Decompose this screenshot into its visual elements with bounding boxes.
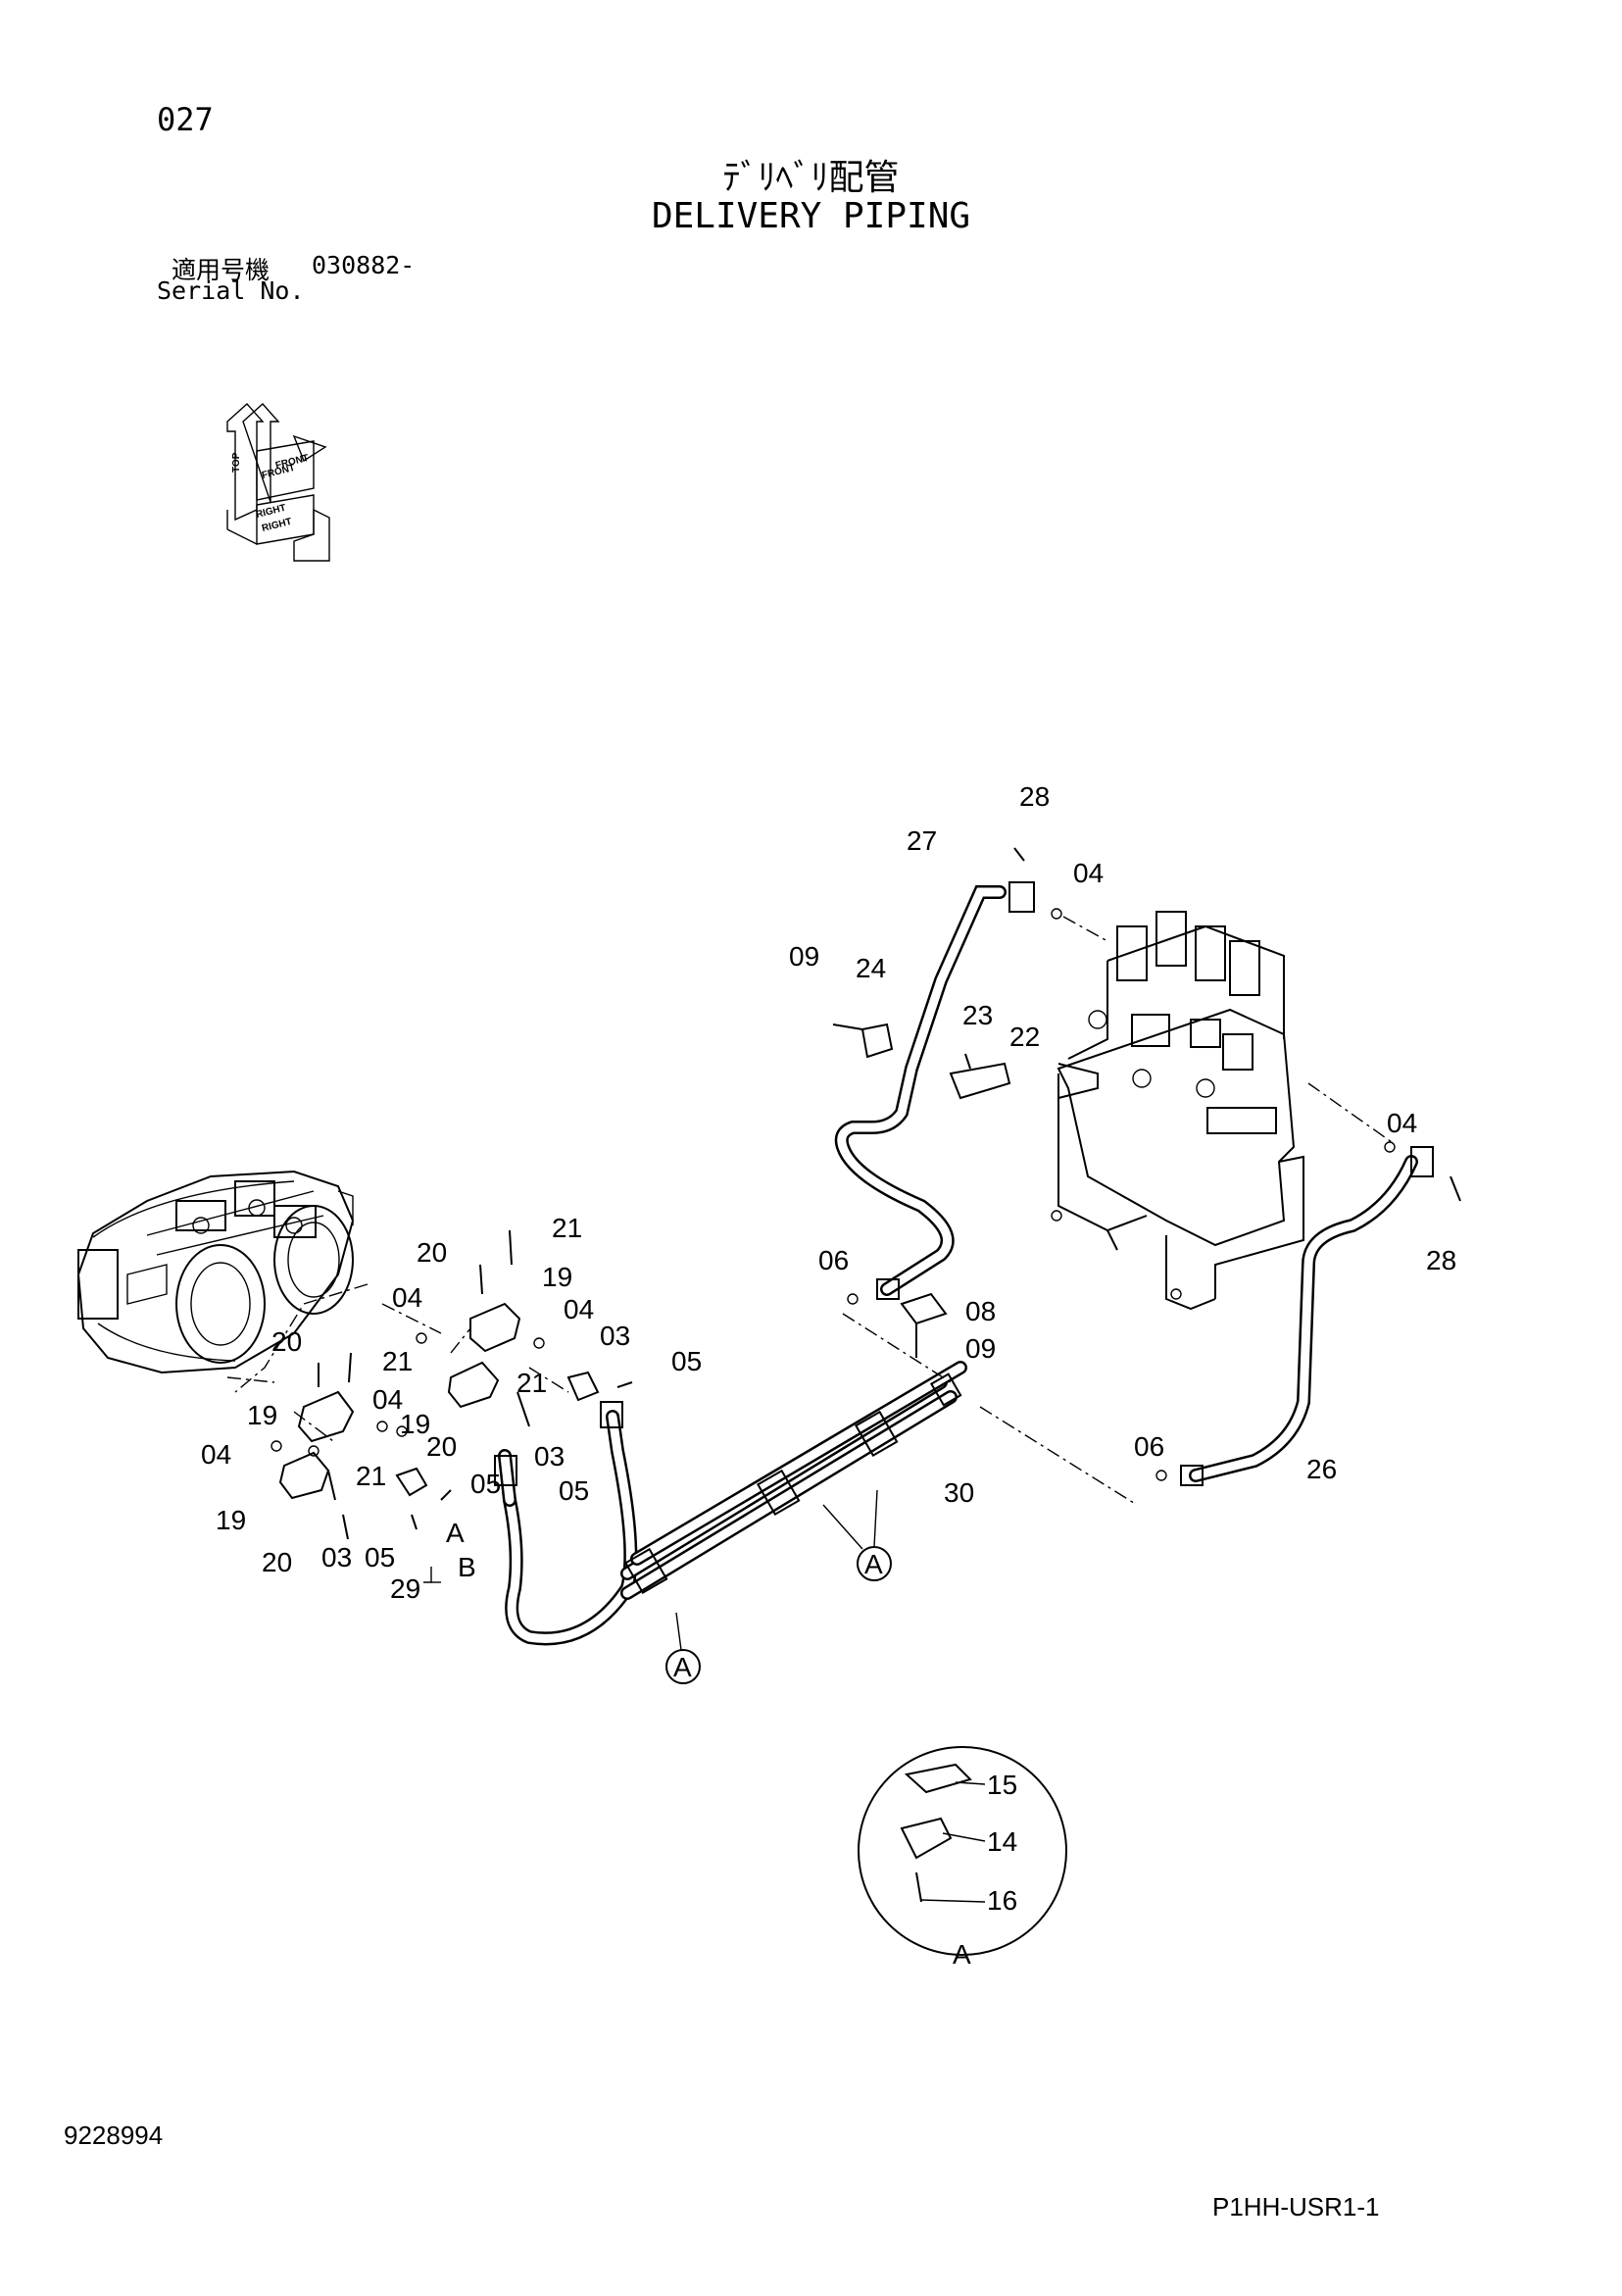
callout-A-circle-lower: A <box>673 1652 692 1682</box>
dashed-leader-lines <box>226 916 1393 1506</box>
detail-a-markers <box>665 1489 892 1684</box>
serial-label-japanese: 適用号機 <box>172 256 270 284</box>
callout-labels: 28 27 04 09 24 23 22 04 28 06 08 09 21 2… <box>201 781 1456 1970</box>
callout-30: 30 <box>944 1477 974 1508</box>
callout-21-b: 21 <box>382 1346 413 1376</box>
callout-20-b: 20 <box>271 1326 302 1357</box>
callout-06-lower: 06 <box>1134 1431 1164 1462</box>
callout-04-c: 04 <box>372 1384 403 1415</box>
orient-label-top: TOP <box>231 452 242 473</box>
callout-14: 14 <box>987 1826 1017 1857</box>
callout-04-b: 04 <box>564 1294 594 1324</box>
hose-29 <box>494 1401 638 1646</box>
bolts-and-seals <box>270 847 1461 1540</box>
callout-09-top: 09 <box>789 941 819 972</box>
callout-19-a: 19 <box>542 1262 572 1292</box>
control-valve-assembly <box>1051 911 1304 1311</box>
callout-09-lower: 09 <box>965 1333 996 1364</box>
delivery-pipe-26 <box>1180 1146 1434 1486</box>
drawing-number: 9228994 <box>64 2121 164 2150</box>
callout-06-upper: 06 <box>818 1245 849 1275</box>
callout-21-d: 21 <box>356 1461 386 1491</box>
pipe-bundle-30 <box>620 1361 967 1600</box>
callout-05-b: 05 <box>559 1475 589 1506</box>
callout-19-d: 19 <box>216 1505 246 1535</box>
callout-08: 08 <box>965 1296 996 1326</box>
callout-24: 24 <box>856 953 886 983</box>
page-number: 027 <box>157 101 214 138</box>
orientation-indicator-icon: TOP FRONT RIGHT FRONT RIGHT <box>226 403 330 562</box>
callout-03-b: 03 <box>534 1441 565 1472</box>
serial-label-english: Serial No. <box>157 276 305 305</box>
callout-28-right: 28 <box>1426 1245 1456 1275</box>
callout-27: 27 <box>907 825 937 856</box>
callout-15: 15 <box>987 1770 1017 1800</box>
detail-a-inset <box>858 1746 1067 1956</box>
title-japanese: ﾃﾞﾘﾍﾞﾘ配管 <box>722 158 900 198</box>
title-english: DELIVERY PIPING <box>651 196 971 236</box>
callout-05-d: 05 <box>365 1542 395 1572</box>
callout-04-right: 04 <box>1387 1108 1417 1138</box>
callout-A-inset: A <box>953 1939 971 1970</box>
flange-clamps <box>278 1302 600 1500</box>
callout-05-c: 05 <box>470 1469 501 1499</box>
callout-A-circle-upper: A <box>864 1549 883 1579</box>
callout-21-c: 21 <box>516 1368 547 1398</box>
serial-number-value: 030882- <box>312 251 416 279</box>
callout-29: 29 <box>390 1573 420 1604</box>
callout-03-c: 03 <box>321 1542 352 1572</box>
page-code: P1HH-USR1-1 <box>1212 2192 1380 2221</box>
callout-04-a: 04 <box>392 1282 422 1313</box>
callout-22: 22 <box>1009 1022 1040 1052</box>
callout-B: B <box>458 1552 476 1582</box>
callout-28-top: 28 <box>1019 781 1050 812</box>
callout-21-a: 21 <box>552 1213 582 1243</box>
callout-20-c: 20 <box>426 1431 457 1462</box>
orient-label-right-1: RIGHT <box>261 517 293 534</box>
callout-A-left: A <box>446 1518 465 1548</box>
callout-16: 16 <box>987 1885 1017 1916</box>
callout-26: 26 <box>1306 1454 1337 1484</box>
callout-05-a: 05 <box>671 1346 702 1376</box>
bracket-29 <box>423 1567 441 1583</box>
callout-04-top: 04 <box>1073 858 1104 888</box>
callout-03-a: 03 <box>600 1321 630 1351</box>
callout-20-a: 20 <box>417 1237 447 1268</box>
callout-20-d: 20 <box>262 1547 292 1577</box>
main-pump-assembly <box>76 1170 355 1374</box>
delivery-pipe-27 <box>834 881 1035 1300</box>
callout-19-b: 19 <box>247 1400 277 1430</box>
callout-19-c: 19 <box>400 1409 430 1439</box>
pipe-clamps <box>860 1023 1011 1325</box>
callout-23: 23 <box>962 1000 993 1030</box>
callout-04-d: 04 <box>201 1439 231 1470</box>
